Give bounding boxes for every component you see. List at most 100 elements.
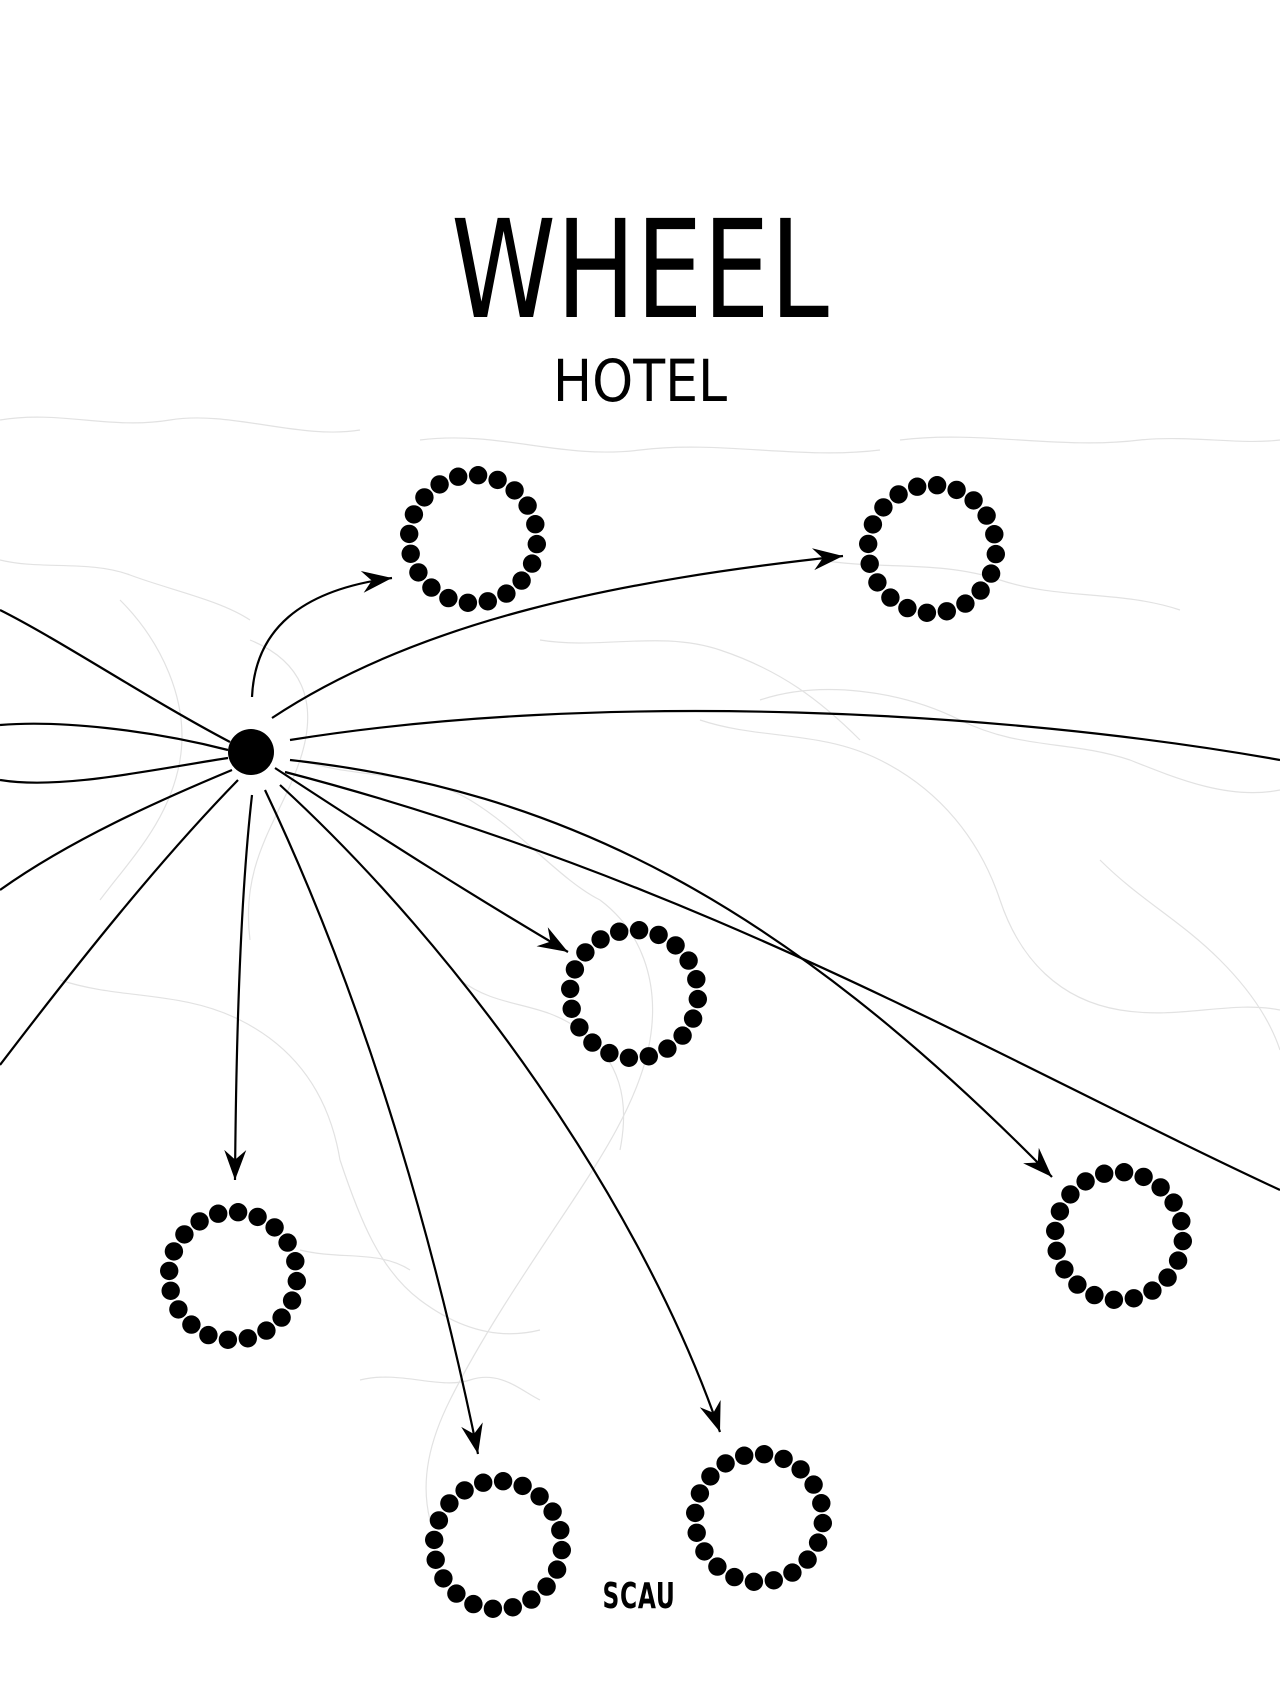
arrowhead-icon <box>461 1422 483 1454</box>
bead <box>570 1018 589 1037</box>
bead <box>708 1557 727 1576</box>
bead <box>908 477 927 496</box>
bead <box>565 960 585 979</box>
bead <box>1164 1193 1183 1212</box>
bead <box>455 1481 474 1500</box>
bead <box>898 598 917 618</box>
bead <box>1134 1167 1153 1187</box>
route-west-3 <box>0 756 229 784</box>
route-southeast <box>289 758 1053 1178</box>
ring-northeast-icon <box>859 476 1005 622</box>
bead <box>937 602 956 621</box>
bead <box>1124 1289 1144 1308</box>
bead <box>447 1584 466 1603</box>
bead <box>257 1321 276 1340</box>
arrowhead-icon <box>536 927 568 952</box>
bead <box>551 1521 570 1540</box>
bead <box>1095 1164 1114 1183</box>
route-lines <box>0 554 1280 1455</box>
bead <box>658 1039 677 1058</box>
route-west-5 <box>0 779 239 1066</box>
bead <box>956 594 975 613</box>
bead <box>164 1242 184 1261</box>
bead <box>160 1261 179 1281</box>
bead <box>426 1550 445 1570</box>
route-southeast-long <box>284 770 1280 1191</box>
arrowhead-icon <box>360 570 392 593</box>
bead <box>591 930 610 949</box>
bead <box>562 999 581 1018</box>
ring-east-icon <box>1046 1163 1193 1310</box>
bead <box>464 1594 483 1614</box>
bead <box>282 1291 302 1310</box>
bead <box>977 506 996 525</box>
bead <box>683 1009 703 1028</box>
route-west-2 <box>0 722 229 752</box>
bead <box>927 476 947 495</box>
bead <box>522 554 542 573</box>
bead <box>199 1325 218 1345</box>
bead <box>619 1048 639 1068</box>
bead <box>190 1212 209 1231</box>
bead <box>1085 1285 1104 1305</box>
bead <box>161 1281 180 1301</box>
arrowhead-icon <box>699 1400 721 1432</box>
bead <box>860 554 879 573</box>
bead <box>1143 1281 1162 1300</box>
bead <box>404 505 424 524</box>
bead <box>209 1204 228 1223</box>
ring-middle-icon <box>561 921 707 1068</box>
bead <box>238 1329 257 1348</box>
bead <box>874 498 893 517</box>
route-south-right <box>279 784 722 1433</box>
bead <box>629 921 649 940</box>
bead <box>986 544 1005 564</box>
bead <box>1151 1178 1170 1197</box>
bead <box>505 481 524 500</box>
bead <box>561 979 580 999</box>
bead <box>649 925 668 945</box>
bead <box>725 1567 744 1587</box>
bead <box>808 1533 828 1552</box>
bead <box>468 466 488 485</box>
bead <box>552 1540 571 1560</box>
bead <box>430 475 449 494</box>
bead <box>583 1033 602 1052</box>
bead <box>600 1043 619 1063</box>
arrowhead-icon <box>811 548 843 571</box>
bead <box>1055 1260 1074 1279</box>
bead <box>228 1203 248 1222</box>
bead <box>981 564 1001 583</box>
bead <box>1114 1163 1134 1182</box>
bead <box>1046 1221 1065 1241</box>
bead <box>512 571 531 590</box>
ring-southwest-icon <box>160 1203 306 1350</box>
bead <box>798 1550 817 1569</box>
bead <box>537 1577 556 1596</box>
bead <box>530 1487 549 1506</box>
bead <box>1050 1202 1070 1221</box>
bead <box>440 1494 459 1513</box>
bead <box>673 1026 692 1045</box>
bead <box>917 603 937 622</box>
bead <box>286 1252 305 1271</box>
bead <box>859 534 878 554</box>
bead <box>425 1530 444 1550</box>
bead <box>218 1330 238 1350</box>
ring-south-icon <box>425 1472 571 1619</box>
bead <box>503 1598 522 1617</box>
bead <box>488 470 507 490</box>
hub-icon <box>228 729 274 775</box>
bead <box>449 467 468 486</box>
bead <box>764 1571 783 1590</box>
bead <box>690 1484 710 1503</box>
bead <box>686 1503 705 1523</box>
bead <box>422 578 441 597</box>
bead <box>1172 1212 1191 1231</box>
bead <box>695 1542 714 1561</box>
poster-subtitle: HOTEL <box>552 347 728 415</box>
bead <box>1158 1268 1177 1287</box>
arrowhead-icon <box>224 1149 247 1180</box>
